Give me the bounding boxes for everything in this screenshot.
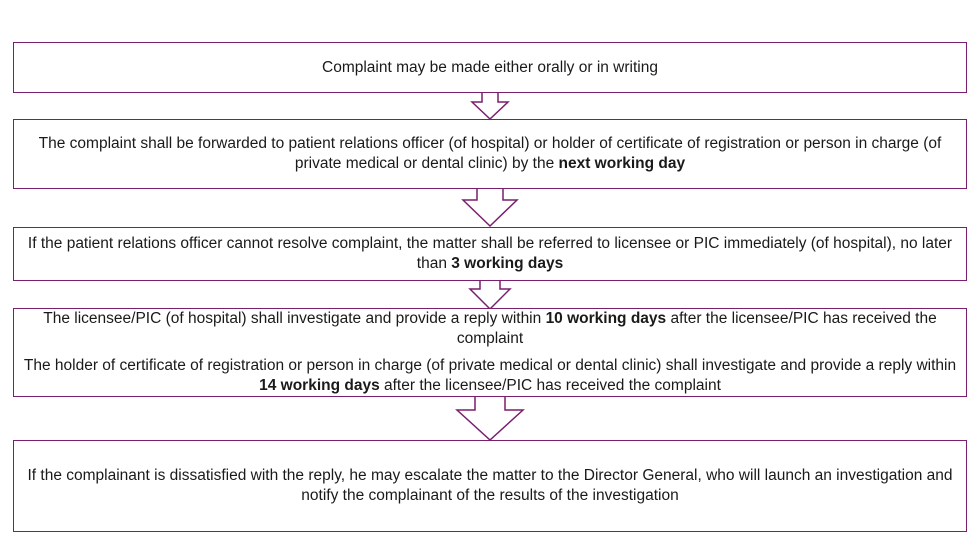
step-text: If the patient relations officer cannot … bbox=[27, 235, 953, 272]
flow-step-escalate-to-director-general: If the complainant is dissatisfied with … bbox=[13, 440, 967, 532]
flow-step-complaint-forwarded: The complaint shall be forwarded to pati… bbox=[13, 119, 967, 189]
flow-step-complaint-made: Complaint may be made either orally or i… bbox=[13, 42, 967, 93]
step-text-hospital: The licensee/PIC (of hospital) shall inv… bbox=[43, 310, 937, 347]
down-arrow-icon-3 bbox=[468, 279, 512, 311]
flow-step-investigate-and-reply: The licensee/PIC (of hospital) shall inv… bbox=[13, 308, 967, 397]
down-arrow-icon-1 bbox=[470, 91, 510, 121]
step-text: The complaint shall be forwarded to pati… bbox=[38, 135, 942, 172]
down-arrow-icon-4 bbox=[455, 395, 525, 442]
step-text-clinic: The holder of certificate of registratio… bbox=[23, 357, 957, 394]
step-text: Complaint may be made either orally or i… bbox=[322, 58, 658, 76]
down-arrow-icon-2 bbox=[461, 187, 519, 228]
step-text: If the complainant is dissatisfied with … bbox=[27, 467, 953, 504]
flow-step-referred-to-licensee: If the patient relations officer cannot … bbox=[13, 227, 967, 281]
